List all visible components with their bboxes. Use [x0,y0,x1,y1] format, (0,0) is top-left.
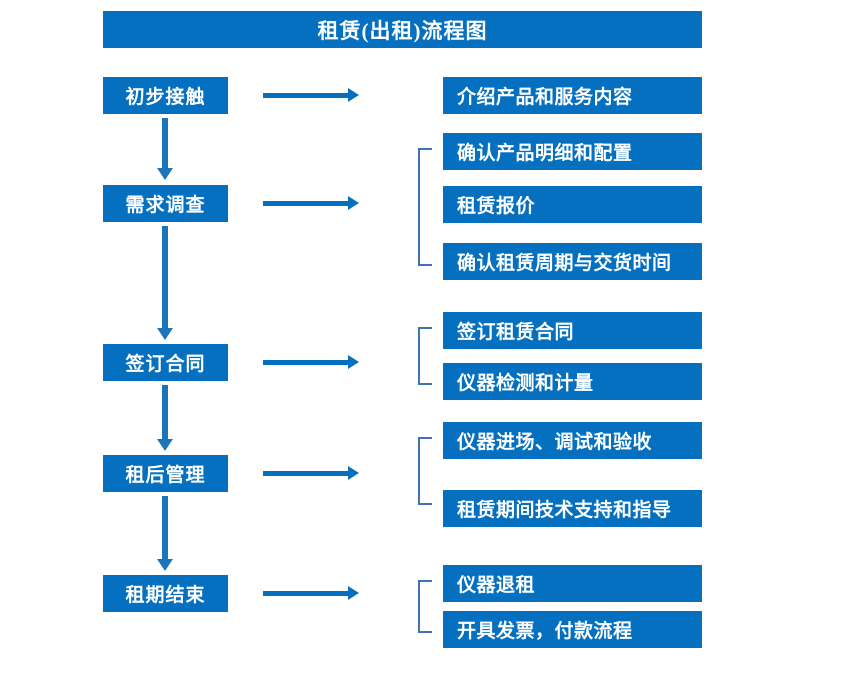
task-label: 开具发票，付款流程 [457,621,633,642]
flow-arrow-right-icon-4 [263,465,359,481]
flow-arrow-right-icon-1 [263,87,359,103]
task-box-invoice-payment[interactable]: 开具发票，付款流程 [443,611,702,648]
stage-box-lease-end[interactable]: 租期结束 [103,575,228,612]
flow-arrow-right-icon-2 [263,195,359,211]
task-label: 确认产品明细和配置 [457,143,633,164]
group-bracket-sign-contract [418,327,432,385]
flow-arrow-down-icon-2 [157,226,173,340]
task-box-instrument-inspection[interactable]: 仪器检测和计量 [443,363,702,400]
flow-arrow-down-icon-3 [157,385,173,451]
stage-box-initial-contact[interactable]: 初步接触 [103,77,228,114]
stage-label: 签订合同 [125,354,206,375]
stage-label: 租后管理 [125,465,206,486]
task-label: 确认租赁周期与交货时间 [457,253,672,274]
task-label: 仪器进场、调试和验收 [457,432,653,453]
task-box-confirm-lease-period[interactable]: 确认租赁周期与交货时间 [443,243,702,280]
stage-label: 需求调查 [125,195,206,216]
group-bracket-lease-end [418,580,432,633]
flow-arrow-right-icon-5 [263,585,359,601]
stage-label: 租期结束 [125,585,206,606]
stage-label: 初步接触 [125,87,206,108]
task-box-instrument-return[interactable]: 仪器退租 [443,565,702,602]
stage-box-demand-survey[interactable]: 需求调查 [103,185,228,222]
task-label: 租赁期间技术支持和指导 [457,500,672,521]
stage-box-post-rent-management[interactable]: 租后管理 [103,455,228,492]
page-title: 租赁(出租)流程图 [103,11,702,48]
flow-arrow-right-icon-3 [263,354,359,370]
task-label: 租赁报价 [457,196,536,217]
task-box-sign-lease-contract[interactable]: 签订租赁合同 [443,312,702,349]
task-box-technical-support[interactable]: 租赁期间技术支持和指导 [443,490,702,527]
task-label: 仪器退租 [457,575,536,596]
task-box-confirm-product-details[interactable]: 确认产品明细和配置 [443,133,702,170]
task-box-instrument-entry-commissioning[interactable]: 仪器进场、调试和验收 [443,422,702,459]
task-box-rental-quotation[interactable]: 租赁报价 [443,186,702,223]
task-label: 介绍产品和服务内容 [457,87,633,108]
flow-arrow-down-icon-4 [157,496,173,571]
group-bracket-demand-survey [418,148,432,266]
flow-arrow-down-icon-1 [157,118,173,180]
task-label: 签订租赁合同 [457,322,575,343]
task-box-introduce-products[interactable]: 介绍产品和服务内容 [443,77,702,114]
task-label: 仪器检测和计量 [457,373,594,394]
stage-box-sign-contract[interactable]: 签订合同 [103,344,228,381]
group-bracket-post-rent-management [418,437,432,505]
